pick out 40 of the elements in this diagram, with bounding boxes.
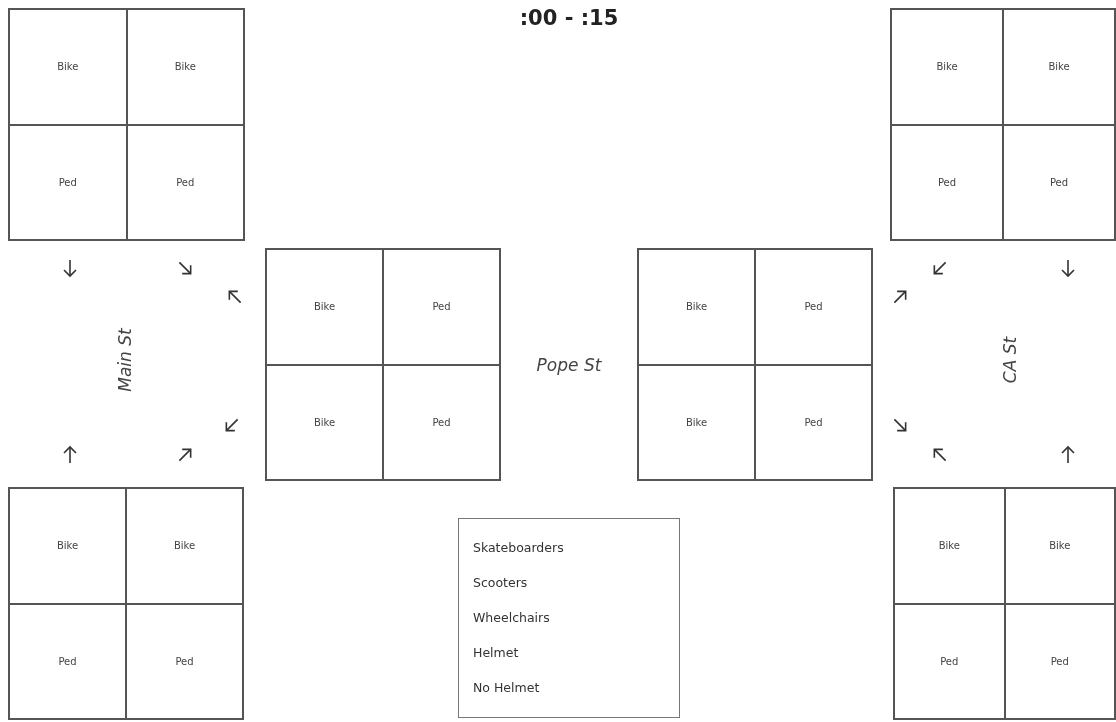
- cell-label: Ped: [432, 416, 451, 428]
- cell-label: Bike: [57, 61, 79, 73]
- count-grid: [890, 8, 1116, 241]
- cell-label: Ped: [58, 176, 77, 188]
- cell-label: Ped: [58, 655, 77, 667]
- category-label: Wheelchairs: [473, 609, 551, 627]
- cell-label: Ped: [1049, 176, 1069, 188]
- category-list-box: [458, 518, 680, 718]
- cell-label: Bike: [1049, 540, 1071, 552]
- cell-label: Bike: [313, 301, 336, 313]
- cell-label: Ped: [804, 301, 823, 313]
- count-grid: [637, 248, 873, 481]
- count-grid: [265, 248, 501, 481]
- count-grid: [8, 8, 245, 241]
- cell-label: Ped: [940, 655, 959, 667]
- cell-label: Ped: [1050, 655, 1069, 667]
- cell-label: Bike: [685, 301, 708, 313]
- category-label: No Helmet: [473, 679, 541, 697]
- cell-label: Ped: [175, 655, 194, 667]
- cell-label: Ped: [804, 416, 823, 428]
- category-label: Helmet: [473, 644, 520, 662]
- category-label: Skateboarders: [473, 539, 565, 557]
- cell-label: Ped: [937, 176, 957, 188]
- cell-label: Bike: [938, 540, 960, 552]
- cell-label: Ped: [176, 176, 195, 188]
- cell-label: Bike: [174, 61, 196, 73]
- street-name: Main St: [115, 328, 135, 392]
- cell-label: Bike: [1048, 61, 1070, 73]
- cell-label: Ped: [432, 301, 451, 313]
- street-name: Pope St: [536, 355, 602, 375]
- cell-label: Bike: [173, 540, 196, 552]
- cell-label: Bike: [56, 540, 79, 552]
- cell-label: Bike: [685, 416, 708, 428]
- title: :00 - :15: [518, 6, 620, 30]
- cell-label: Bike: [313, 416, 336, 428]
- category-label: Scooters: [473, 574, 529, 592]
- street-name: CA St: [1000, 336, 1020, 384]
- count-grid: [8, 487, 244, 720]
- cell-label: Bike: [936, 61, 958, 73]
- count-grid: [893, 487, 1116, 720]
